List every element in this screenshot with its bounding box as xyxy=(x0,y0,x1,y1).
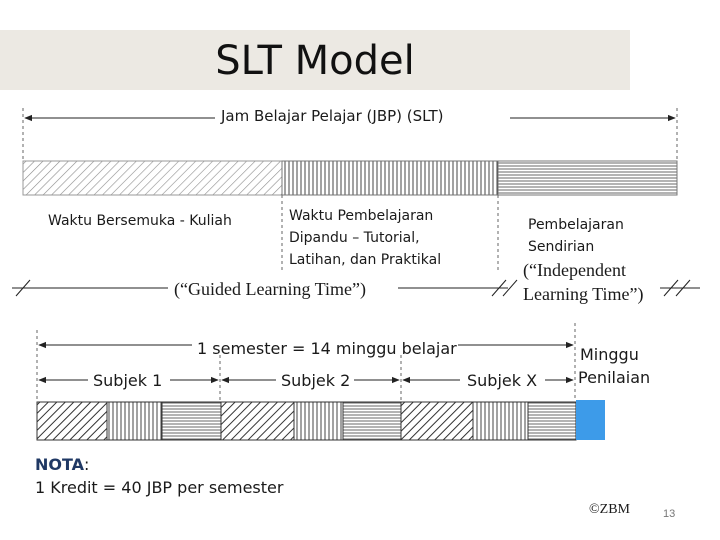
assessment-week-block xyxy=(576,400,605,440)
self-learning-segment xyxy=(497,160,678,196)
guided-label-line-1: Waktu Pembelajaran xyxy=(289,208,434,224)
self-learning-line-1: Pembelajaran xyxy=(528,217,624,233)
week-block-self xyxy=(161,401,222,441)
independent-line-2: Learning Time”) xyxy=(523,284,644,304)
break-mark-2 xyxy=(491,279,507,297)
break-mark-3 xyxy=(502,279,518,297)
note-colon: : xyxy=(84,455,90,474)
break-mark-5 xyxy=(675,279,691,297)
break-mark-4 xyxy=(663,279,679,297)
break-mark-1 xyxy=(15,279,31,297)
weekly-bar xyxy=(36,400,605,441)
note-heading: NOTA: xyxy=(35,455,89,474)
page-number: 13 xyxy=(663,508,676,520)
guided-learning-time: (“Guided Learning Time”) xyxy=(174,279,366,299)
week-block-guided xyxy=(106,401,163,441)
note-title: NOTA xyxy=(35,455,85,474)
face-to-face-segment xyxy=(22,160,283,196)
subject-2-label: Subjek 2 xyxy=(281,371,351,390)
title-banner xyxy=(0,30,630,90)
week-block-lecture xyxy=(220,401,295,441)
guided-label-line-2: Dipandu – Tutorial, xyxy=(289,230,420,246)
jbp-label: Jam Belajar Pelajar (JBP) (SLT) xyxy=(218,107,447,125)
slide-title: SLT Model xyxy=(215,38,415,84)
subject-1-label: Subjek 1 xyxy=(93,371,163,390)
guided-label-line-3: Latihan, dan Praktikal xyxy=(289,252,442,268)
copyright: ©ZBM xyxy=(589,502,630,517)
self-learning-line-2: Sendirian xyxy=(528,239,595,255)
independent-line-1: (“Independent xyxy=(523,260,626,280)
week-block-self xyxy=(527,401,577,441)
week-block-lecture xyxy=(36,401,108,441)
week-block-guided xyxy=(472,401,529,441)
week-block-self xyxy=(342,401,402,441)
guided-segment xyxy=(281,160,499,196)
semester-label: 1 semester = 14 minggu belajar xyxy=(197,339,457,358)
assessment-line-2: Penilaian xyxy=(578,368,651,387)
face-to-face-label: Waktu Bersemuka - Kuliah xyxy=(48,213,232,229)
week-block-lecture xyxy=(400,401,474,441)
week-block-guided xyxy=(293,401,344,441)
note-text: 1 Kredit = 40 JBP per semester xyxy=(35,478,284,497)
subject-x-label: Subjek X xyxy=(467,371,538,390)
assessment-line-1: Minggu xyxy=(580,345,639,364)
